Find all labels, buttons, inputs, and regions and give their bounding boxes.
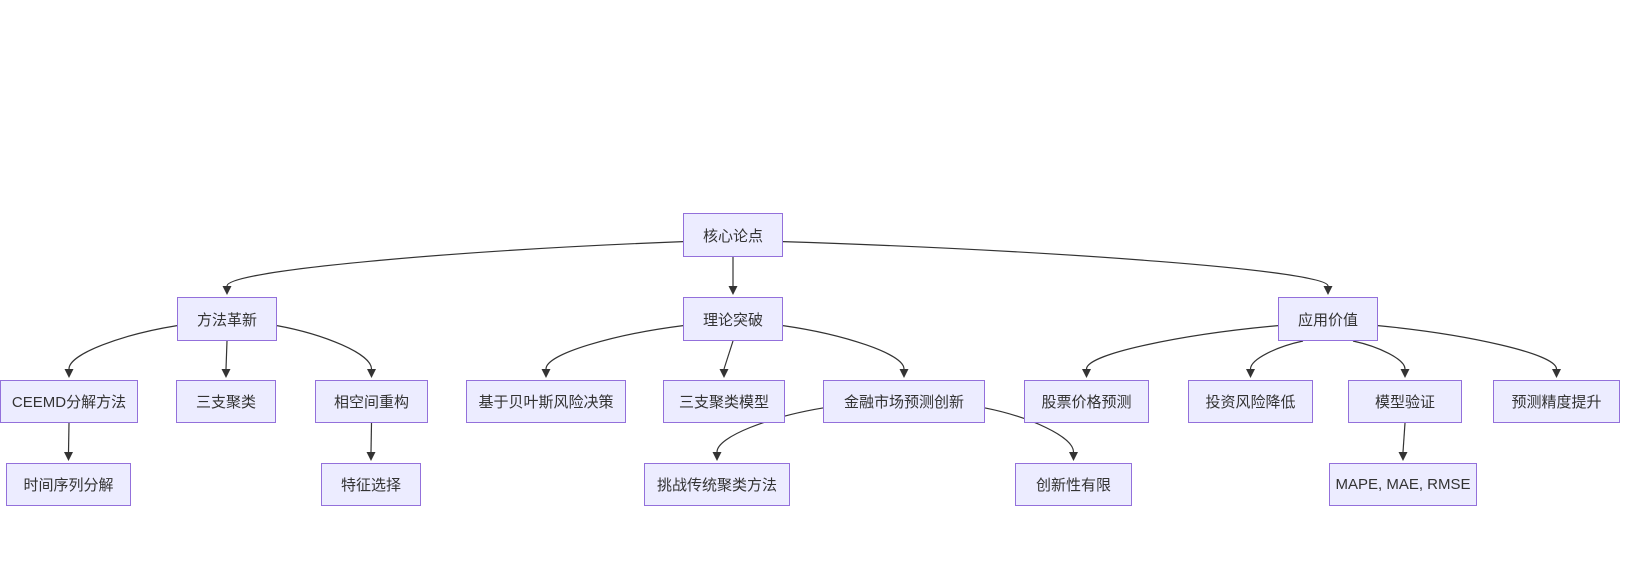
edge-method-innovation-to-ceemd-decomposition — [64, 325, 178, 378]
node-time-series-decomposition: 时间序列分解 — [6, 463, 131, 506]
arrowhead-icon — [222, 286, 232, 295]
node-label: 三支聚类模型 — [678, 394, 769, 411]
node-three-way-clustering-model: 三支聚类模型 — [663, 380, 785, 423]
node-label: 挑战传统聚类方法 — [656, 477, 777, 494]
node-method-innovation: 方法革新 — [177, 297, 277, 341]
edge-financial-market-forecast-innovation-to-challenge-traditional-clustering — [712, 407, 824, 461]
node-label: 金融市场预测创新 — [843, 394, 964, 411]
node-label: CEEMD分解方法 — [11, 394, 127, 411]
arrowhead-icon — [1400, 369, 1410, 378]
node-application-value: 应用价值 — [1278, 297, 1378, 341]
arrowhead-icon — [366, 452, 376, 461]
node-model-validation: 模型验证 — [1348, 380, 1462, 423]
arrowhead-icon — [221, 369, 231, 378]
node-label: 理论突破 — [702, 311, 763, 329]
node-prediction-accuracy-improvement: 预测精度提升 — [1493, 380, 1620, 423]
edge-phase-space-reconstruction-to-feature-selection — [366, 422, 376, 461]
node-error-metrics: MAPE, MAE, RMSE — [1329, 463, 1477, 506]
edge-core-thesis-to-theory-breakthrough — [728, 257, 738, 295]
node-label: 方法革新 — [196, 311, 257, 329]
node-label: 模型验证 — [1374, 394, 1435, 411]
node-label: 预测精度提升 — [1511, 394, 1602, 411]
arrowhead-icon — [1082, 369, 1091, 378]
node-label: 投资风险降低 — [1205, 394, 1296, 411]
arrowhead-icon — [1398, 452, 1408, 461]
node-feature-selection: 特征选择 — [321, 463, 421, 506]
node-label: 基于贝叶斯风险决策 — [478, 394, 614, 411]
arrowhead-icon — [1069, 452, 1078, 461]
node-challenge-traditional-clustering: 挑战传统聚类方法 — [644, 463, 790, 506]
node-label: 股票价格预测 — [1041, 394, 1132, 411]
edge-method-innovation-to-three-way-clustering — [221, 340, 231, 378]
node-label: 应用价值 — [1297, 311, 1358, 329]
edge-application-value-to-prediction-accuracy-improvement — [1377, 325, 1561, 378]
node-investment-risk-reduction: 投资风险降低 — [1188, 380, 1313, 423]
arrowhead-icon — [1246, 369, 1255, 378]
arrowhead-icon — [1323, 286, 1333, 295]
node-phase-space-reconstruction: 相空间重构 — [315, 380, 428, 423]
node-label: 三支聚类 — [195, 394, 256, 411]
arrowhead-icon — [367, 369, 376, 378]
edge-core-thesis-to-method-innovation — [222, 241, 684, 295]
arrowhead-icon — [1552, 369, 1561, 378]
edge-application-value-to-stock-price-prediction — [1082, 325, 1279, 378]
node-ceemd-decomposition: CEEMD分解方法 — [0, 380, 138, 423]
edge-financial-market-forecast-innovation-to-limited-novelty — [984, 407, 1078, 461]
edge-model-validation-to-error-metrics — [1398, 422, 1408, 461]
edge-theory-breakthrough-to-bayesian-risk-decision — [541, 325, 684, 378]
node-bayesian-risk-decision: 基于贝叶斯风险决策 — [466, 380, 626, 423]
arrowhead-icon — [899, 369, 909, 378]
node-label: MAPE, MAE, RMSE — [1335, 476, 1471, 493]
node-core-thesis: 核心论点 — [683, 213, 783, 257]
edge-application-value-to-investment-risk-reduction — [1246, 340, 1304, 378]
edge-theory-breakthrough-to-three-way-clustering-model — [719, 340, 734, 378]
arrowhead-icon — [719, 369, 729, 378]
arrowhead-icon — [64, 452, 73, 461]
arrowhead-icon — [541, 369, 551, 378]
node-label: 时间序列分解 — [23, 477, 114, 494]
node-financial-market-forecast-innovation: 金融市场预测创新 — [823, 380, 985, 423]
node-three-way-clustering: 三支聚类 — [176, 380, 276, 423]
node-label: 核心论点 — [702, 227, 763, 245]
arrowhead-icon — [712, 452, 722, 461]
edge-ceemd-decomposition-to-time-series-decomposition — [64, 422, 73, 461]
node-theory-breakthrough: 理论突破 — [683, 297, 783, 341]
edge-theory-breakthrough-to-financial-market-forecast-innovation — [782, 325, 909, 378]
arrowhead-icon — [728, 286, 738, 295]
node-label: 特征选择 — [340, 477, 401, 494]
node-stock-price-prediction: 股票价格预测 — [1024, 380, 1149, 423]
edge-method-innovation-to-phase-space-reconstruction — [276, 325, 376, 378]
node-label: 创新性有限 — [1035, 477, 1111, 494]
node-limited-novelty: 创新性有限 — [1015, 463, 1132, 506]
arrowhead-icon — [64, 369, 74, 378]
edge-core-thesis-to-application-value — [782, 241, 1333, 295]
edge-application-value-to-model-validation — [1352, 340, 1410, 378]
node-label: 相空间重构 — [333, 394, 409, 411]
